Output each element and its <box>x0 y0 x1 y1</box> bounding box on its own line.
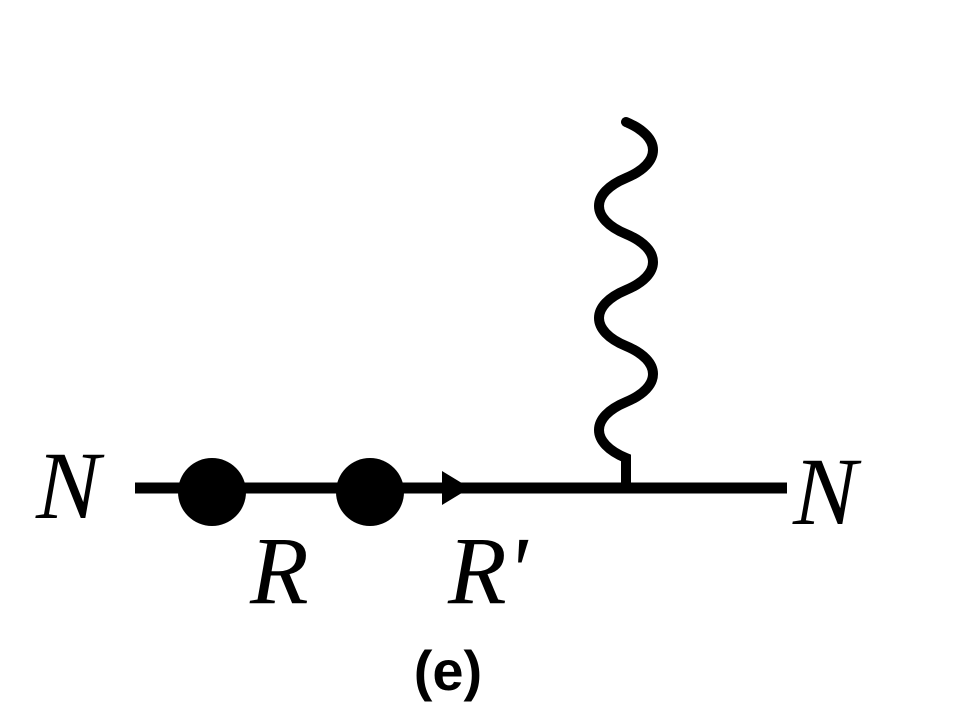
label-r-prime: R' <box>447 517 529 624</box>
photon-wavy-line <box>594 117 658 491</box>
arrow-icon <box>442 471 470 505</box>
label-n-left: N <box>35 432 105 539</box>
vertex-dot-2 <box>336 458 404 526</box>
vertex-dot-1 <box>178 458 246 526</box>
label-r: R <box>249 517 309 624</box>
caption: (e) <box>414 639 482 702</box>
label-n-right: N <box>792 438 862 545</box>
